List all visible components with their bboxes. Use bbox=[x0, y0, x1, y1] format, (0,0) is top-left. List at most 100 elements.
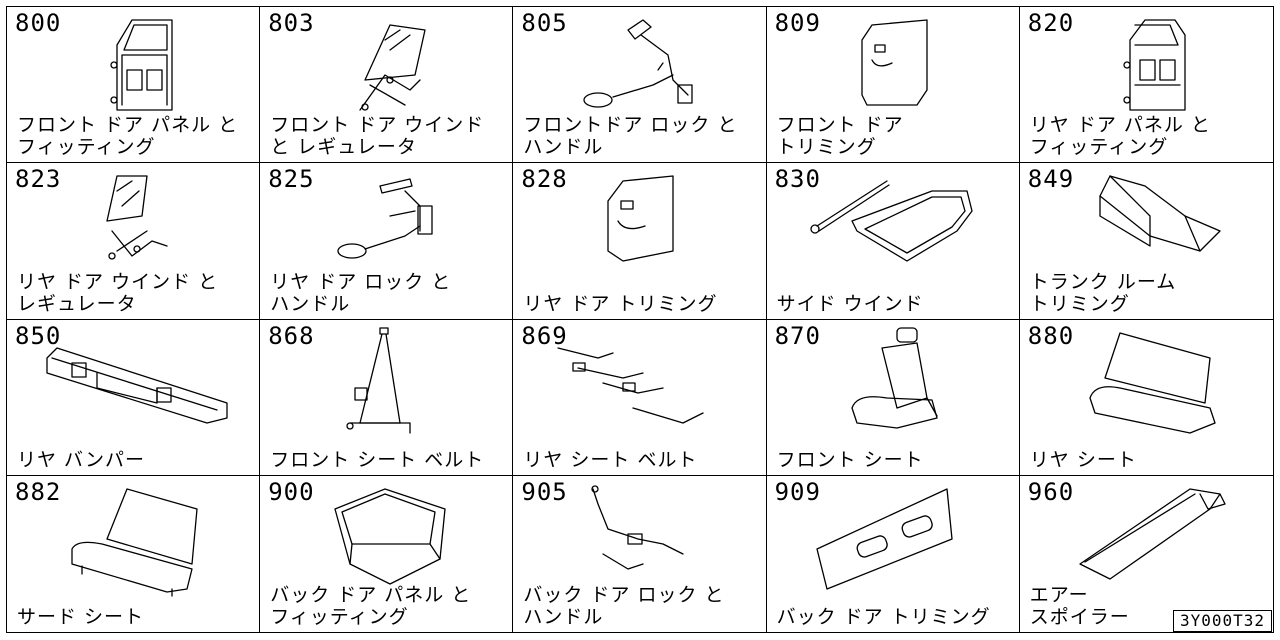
rear-door-window-regulator-icon bbox=[77, 171, 227, 271]
back-door-trim-icon bbox=[815, 484, 987, 590]
part-label: リヤ ドア パネル と フィッティング bbox=[1030, 114, 1211, 158]
part-label-line2: トリミング bbox=[776, 136, 877, 159]
parts-cell-825[interactable]: 825 リヤ ドア ロック と ハンドル bbox=[260, 163, 514, 320]
part-label: トランク ルーム トリミング bbox=[1030, 271, 1176, 315]
part-code: 820 bbox=[1027, 9, 1075, 37]
rear-door-lock-handle-icon bbox=[330, 171, 480, 271]
part-label-line1: バック ドア パネル と bbox=[270, 584, 472, 606]
part-label-line2: リヤ シート ベルト bbox=[523, 448, 698, 471]
part-label-line2: リヤ シート bbox=[1029, 448, 1137, 471]
part-label-line2: サード シート bbox=[17, 606, 145, 628]
part-label-line2: リヤ バンパー bbox=[17, 448, 145, 471]
part-code: 803 bbox=[268, 9, 315, 37]
part-label: サイド ウインド bbox=[777, 293, 924, 315]
part-label-line2: ハンドル bbox=[523, 606, 604, 628]
part-label-line2: レギュレータ bbox=[17, 292, 137, 315]
back-door-panel-icon bbox=[330, 484, 480, 585]
front-door-lock-handle-icon bbox=[583, 15, 733, 115]
parts-cell-803[interactable]: 803 フロント ドア ウインド と レギュレータ bbox=[260, 7, 514, 164]
part-code: 809 bbox=[774, 9, 821, 37]
part-code: 880 bbox=[1027, 321, 1075, 350]
part-code: 900 bbox=[268, 477, 315, 506]
part-label-line2: バック ドア トリミング bbox=[776, 606, 991, 628]
parts-cell-805[interactable]: 805 フロントドア ロック と ハンドル bbox=[513, 7, 767, 164]
part-label-line2: ハンドル bbox=[523, 136, 604, 159]
front-door-panel-icon bbox=[77, 15, 227, 115]
parts-cell-905[interactable]: 905 バック ドア ロック と ハンドル bbox=[513, 475, 767, 632]
part-label: エアー スポイラー bbox=[1030, 584, 1130, 628]
part-label: サード シート bbox=[17, 606, 144, 628]
parts-index-grid: 800 フロント ドア パネル と フィッティング 803 フロント ドア ウイ… bbox=[6, 6, 1274, 633]
part-label-line2: フロント シート bbox=[776, 448, 924, 471]
part-label-line1: リヤ ドア パネル と bbox=[1029, 114, 1211, 137]
part-label: フロント ドア トリミング bbox=[777, 114, 904, 158]
parts-cell-830[interactable]: 830 サイド ウインド bbox=[766, 163, 1020, 320]
part-code: 882 bbox=[15, 477, 62, 506]
part-label-line2: フロント シート ベルト bbox=[270, 448, 485, 471]
front-seat-belt-icon bbox=[330, 326, 480, 434]
rear-door-panel-icon bbox=[1090, 15, 1240, 115]
part-label-line1: フロントドア ロック と bbox=[523, 114, 738, 137]
front-door-trim-icon bbox=[837, 15, 987, 115]
part-label-line2: サイド ウインド bbox=[776, 292, 924, 315]
part-label: フロント ドア パネル と フィッティング bbox=[17, 114, 238, 158]
third-seat-icon bbox=[71, 484, 227, 597]
part-label: バック ドア パネル と フィッティング bbox=[270, 584, 471, 628]
parts-cell-809[interactable]: 809 フロント ドア トリミング bbox=[766, 7, 1020, 164]
part-code: 960 bbox=[1027, 477, 1075, 506]
parts-cell-800[interactable]: 800 フロント ドア パネル と フィッティング bbox=[7, 7, 261, 164]
parts-cell-900[interactable]: 900 バック ドア パネル と フィッティング bbox=[260, 475, 514, 632]
part-label-line1: トランク ルーム bbox=[1029, 270, 1177, 293]
part-label-line1: フロント ドア パネル と bbox=[17, 114, 239, 137]
parts-cell-828[interactable]: 828 リヤ ドア トリミング bbox=[513, 163, 767, 320]
part-label: リヤ ドア トリミング bbox=[523, 293, 717, 315]
part-label: フロント シート ベルト bbox=[270, 449, 484, 471]
part-label: フロント ドア ウインド と レギュレータ bbox=[270, 114, 484, 158]
parts-cell-820[interactable]: 820 リヤ ドア パネル と フィッティング bbox=[1019, 7, 1273, 164]
part-label: フロントドア ロック と ハンドル bbox=[523, 114, 737, 158]
rear-seat-belt-icon bbox=[557, 328, 733, 428]
part-label-line2: ハンドル bbox=[270, 292, 351, 315]
trunk-room-trim-icon bbox=[1090, 171, 1240, 271]
part-label: リヤ バンパー bbox=[17, 449, 145, 471]
air-spoiler-icon bbox=[1079, 484, 1240, 584]
side-window-icon bbox=[809, 171, 987, 271]
part-label: リヤ ドア ロック と ハンドル bbox=[270, 271, 451, 315]
part-label-line1: リヤ ドア ロック と bbox=[270, 270, 452, 293]
parts-cell-868[interactable]: 868 フロント シート ベルト bbox=[260, 319, 514, 476]
part-code: 870 bbox=[774, 321, 821, 350]
part-code: 850 bbox=[15, 321, 62, 350]
parts-cell-869[interactable]: 869 リヤ シート ベルト bbox=[513, 319, 767, 476]
part-label-line2: フィッティング bbox=[1029, 136, 1169, 159]
parts-cell-870[interactable]: 870 フロント シート bbox=[766, 319, 1020, 476]
part-label-line2: リヤ ドア トリミング bbox=[523, 292, 718, 315]
part-label: リヤ シート ベルト bbox=[523, 449, 697, 471]
rear-door-trim-icon bbox=[583, 171, 733, 271]
front-seat-icon bbox=[837, 326, 987, 429]
part-label: バック ドア トリミング bbox=[777, 606, 991, 628]
rear-seat-icon bbox=[1089, 328, 1240, 434]
parts-cell-849[interactable]: 849 トランク ルーム トリミング bbox=[1019, 163, 1273, 320]
part-code: 825 bbox=[268, 165, 315, 194]
back-door-lock-handle-icon bbox=[583, 484, 733, 584]
parts-cell-960[interactable]: 960 エアー スポイラー bbox=[1020, 476, 1273, 632]
part-label-line2: と レギュレータ bbox=[270, 136, 417, 159]
part-label: リヤ シート bbox=[1030, 449, 1137, 471]
part-label: フロント シート bbox=[777, 449, 924, 471]
rear-bumper-icon bbox=[46, 328, 228, 428]
part-code: 909 bbox=[774, 477, 821, 506]
part-code: 830 bbox=[774, 165, 821, 194]
parts-cell-880[interactable]: 880 リヤ シート bbox=[1019, 320, 1273, 476]
part-code: 868 bbox=[268, 321, 315, 350]
part-code: 805 bbox=[521, 9, 568, 37]
parts-cell-909[interactable]: 909 バック ドア トリミング bbox=[767, 475, 1020, 632]
parts-cell-850[interactable]: 850 リヤ バンパー bbox=[7, 319, 261, 476]
part-code: 828 bbox=[521, 165, 568, 194]
part-label-line2: スポイラー bbox=[1029, 606, 1130, 628]
part-label-line2: フィッティング bbox=[270, 606, 409, 628]
parts-cell-882[interactable]: 882 サード シート bbox=[7, 475, 261, 632]
part-code: 800 bbox=[15, 9, 62, 37]
part-label-line1: フロント ドア ウインド bbox=[270, 114, 485, 137]
part-label-line1: リヤ ドア ウインド と bbox=[17, 270, 219, 293]
parts-cell-823[interactable]: 823 リヤ ドア ウインド と レギュレータ bbox=[7, 163, 261, 320]
